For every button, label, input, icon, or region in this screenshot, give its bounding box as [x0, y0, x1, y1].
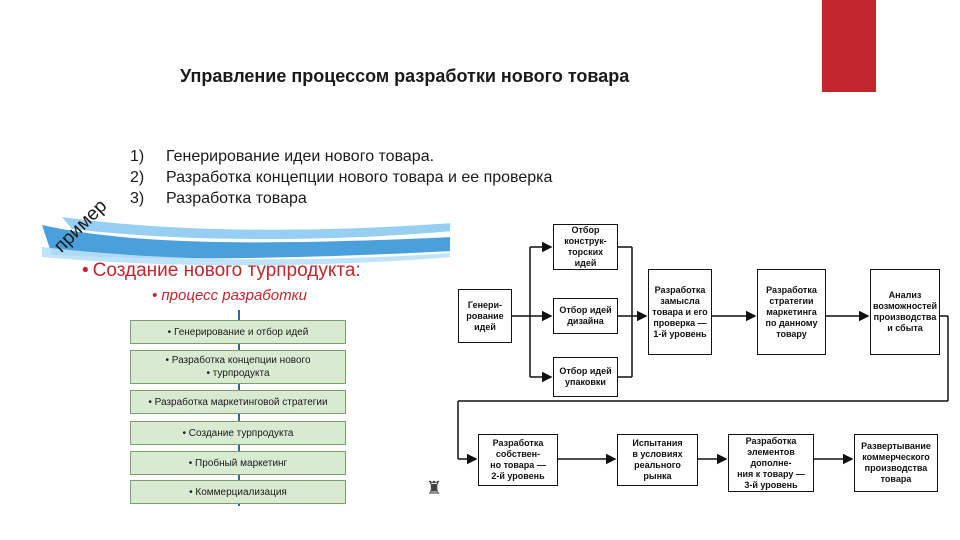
panel-subheading: • процесс разработки — [152, 287, 307, 304]
process-step: • Разработка маркетинговой стратегии — [130, 390, 346, 414]
process-step: • Генерирование и отбор идей — [130, 320, 346, 344]
scan-logo-icon: ♜ — [426, 478, 442, 499]
step-item: 2)Разработка концепции нового товара и е… — [130, 167, 552, 188]
box-strategy: Разработка стратегии маркетинга по данно… — [757, 269, 826, 355]
steps-list: 1)Генерирование идеи нового товара. 2)Ра… — [130, 146, 552, 209]
process-step: • Пробный маркетинг — [130, 451, 346, 475]
box-idea-generation: Генери- рование идей — [458, 289, 512, 343]
process-step: • Разработка концепции нового • турпроду… — [130, 350, 346, 384]
process-step: • Коммерциализация — [130, 480, 346, 504]
box-select-construct: Отбор конструк- торских идей — [553, 224, 618, 270]
box-select-design: Отбор идей дизайна — [553, 298, 618, 334]
box-concept: Разработка замысла товара и его проверка… — [648, 269, 712, 355]
process-step: • Создание турпродукта — [130, 421, 346, 445]
flow-diagram: Генери- рование идей Отбор конструк- тор… — [450, 217, 960, 519]
box-additional-elements: Разработка элементов дополне- ния к това… — [728, 434, 814, 492]
box-select-package: Отбор идей упаковки — [553, 357, 618, 397]
box-own-development: Разработка собствен- но товара — 2-й уро… — [478, 434, 558, 486]
box-analysis: Анализ возможностей производства и сбыта — [870, 269, 940, 355]
step-item: 1)Генерирование идеи нового товара. — [130, 146, 552, 167]
box-market-test: Испытания в условиях реального рынка — [617, 434, 698, 486]
box-commercialization: Развертывание коммерческого производства… — [854, 434, 938, 492]
slide-title: Управление процессом разработки нового т… — [180, 66, 800, 87]
accent-bar — [822, 0, 876, 92]
step-item: 3)Разработка товара — [130, 188, 552, 209]
panel-heading: •Создание нового турпродукта: — [82, 260, 361, 282]
